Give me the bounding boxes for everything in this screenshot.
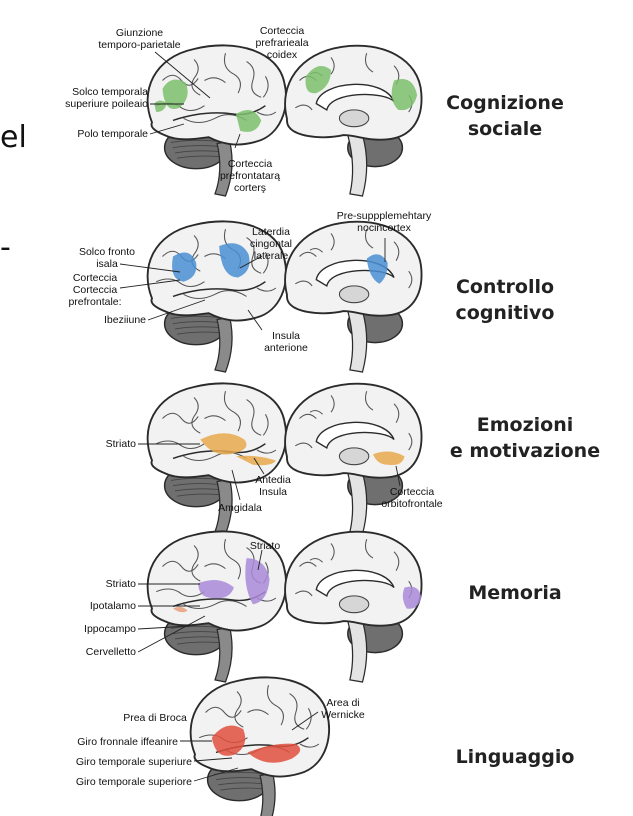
title-line-1: Cognizione [410,90,600,116]
label-hippocampus: Ippocampo [40,623,136,635]
label-orbitofrontal: Cortecciaorbitofrontale [364,486,460,510]
title-line-2: e motivazione [430,438,620,464]
brain-medial-emotion [285,384,421,534]
title-line-2: cognitivo [410,300,600,326]
label-prefrontal-cortex: CortecciaCortecciaprefrontale: [40,272,150,308]
label-bottom: Ibeziiune [40,314,146,326]
title-line-1: Memoria [420,580,610,606]
label-pre-sma: Pre-suppplemehtarynocincortex [316,210,452,234]
label-broca: Preа di Broca [110,712,200,724]
brainstem [348,311,367,372]
title-line-1: Controllo [410,274,600,300]
label-amygdala: Amgidala [200,502,280,514]
label-temporal-pole: Polo temporale [40,128,148,140]
label-striatum-top: Striato [240,540,290,552]
thalamus [339,448,368,465]
title-line-1: Emozioni [430,412,620,438]
label-striatum: Striato [40,578,136,590]
brainstem [348,135,367,196]
title-controllo-cognitivo: Controllo cognitivo [410,274,600,326]
label-superior-temporal-gyrus-2: Giro temporale superiore [40,776,192,788]
title-linguaggio: Linguaggio [420,744,610,770]
title-memoria: Memoria [420,580,610,606]
title-line-2: sociale [410,116,600,142]
cropped-edge-text-mid: - [0,230,11,265]
brainstem [348,621,367,682]
brain-medial-social [285,46,421,196]
label-inferior-frontal-gyrus: Giro fronnale iffeanire [40,736,178,748]
cropped-edge-text-top: el [0,120,27,155]
label-cerebellum: Cervelletto [40,646,136,658]
label-superior-temporal-gyrus-1: Giro temporale superiure [40,756,192,768]
thalamus [339,110,368,127]
brain-lateral-memory [148,531,286,682]
brain-medial-memory [285,532,421,682]
title-emozioni-motivazione: Emozioni e motivazione [430,412,620,464]
title-line-1: Linguaggio [420,744,610,770]
title-cognizione-sociale: Cognizione sociale [410,90,600,142]
label-hypothalamus: Ipotalamo [40,600,136,612]
label-striatum: Striato [40,438,136,450]
thalamus [339,286,368,303]
thalamus [339,596,368,613]
